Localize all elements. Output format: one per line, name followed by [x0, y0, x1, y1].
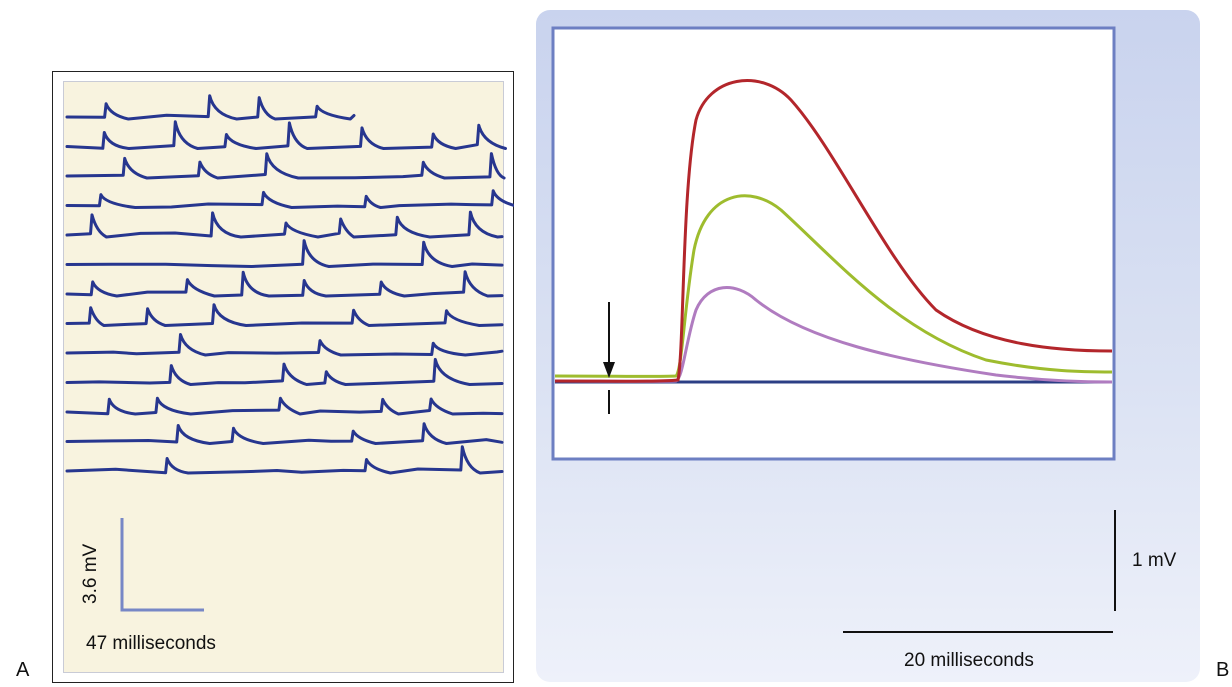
panel-a-scale-bar: [120, 518, 204, 612]
panel-b-letter: B: [1216, 659, 1230, 681]
panel-a-trace-7: [65, 270, 504, 298]
panel-a-trace-3: [65, 152, 506, 180]
panel-b-plot: [551, 26, 1116, 633]
panel-a-trace-5: [65, 210, 504, 239]
panel-a-trace-10: [65, 357, 504, 386]
panel-a-trace-9: [65, 333, 504, 357]
panel-a-trace-2: [65, 120, 507, 150]
panel-b-voltage-scale-label: 1 mV: [1132, 550, 1177, 571]
panel-a-trace-6: [65, 239, 504, 268]
panel-a-trace-8: [65, 303, 504, 327]
stimulus-arrow-icon: [603, 302, 615, 414]
panel-b-plot-frame: [551, 26, 1116, 461]
panel-a-traces: [65, 94, 514, 612]
panel-a-trace-12: [65, 422, 504, 445]
panel-a-trace-11: [65, 396, 504, 416]
panel-a-letter: A: [16, 659, 30, 681]
panel-a-trace-4: [65, 189, 514, 209]
panel-a-trace-1: [65, 94, 356, 121]
panel-a-time-scale-label: 47 milliseconds: [86, 633, 216, 654]
panel-a-trace-13: [65, 445, 504, 475]
trace-red: [554, 79, 1113, 383]
panel-a-voltage-scale-label: 3.6 mV: [80, 543, 101, 604]
panel-b-time-scale-label: 20 milliseconds: [904, 650, 1034, 671]
trace-green: [554, 194, 1113, 378]
